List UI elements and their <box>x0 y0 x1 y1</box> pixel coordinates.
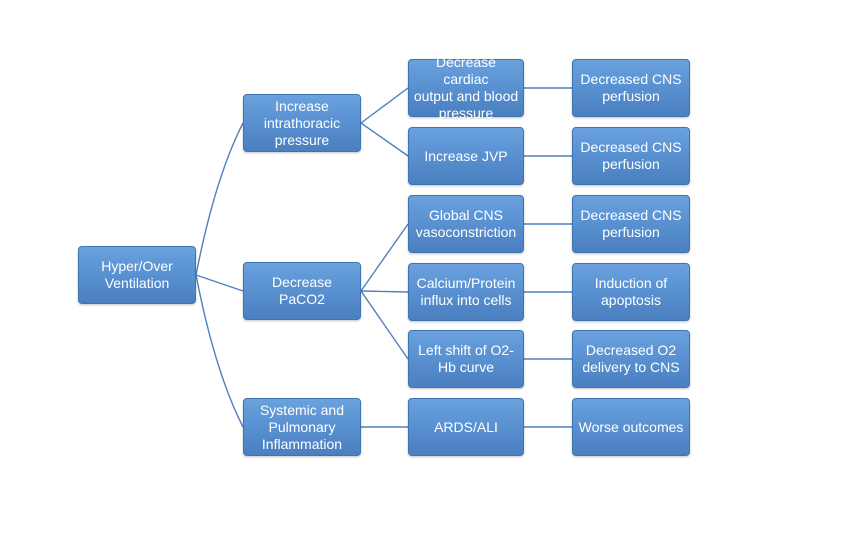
node-hyper-over-ventilation: Hyper/Over Ventilation <box>78 246 196 304</box>
node-label: Calcium/Protein influx into cells <box>416 275 516 308</box>
node-increase-jvp: Increase JVP <box>408 127 524 185</box>
connector-root-inflammation <box>195 274 244 428</box>
node-decreased-o2-delivery: Decreased O2 delivery to CNS <box>572 330 690 388</box>
node-label: Induction of apoptosis <box>594 275 668 308</box>
node-decrease-paco2: Decrease PaCO2 <box>243 262 361 320</box>
node-label: Decreased CNS perfusion <box>580 71 682 104</box>
node-label: Worse outcomes <box>578 418 684 435</box>
connector-intrathoracic-jvp <box>360 122 409 157</box>
connector-paco2-vasoconstriction <box>360 223 409 292</box>
node-label: Increase JVP <box>424 147 508 164</box>
connector-intrathoracic-cardiac <box>360 87 409 124</box>
node-label: Decrease cardiac output and blood pressu… <box>413 54 519 121</box>
node-ards-ali: ARDS/ALI <box>408 398 524 456</box>
node-decrease-cardiac-output: Decrease cardiac output and blood pressu… <box>408 54 524 121</box>
node-worse-outcomes: Worse outcomes <box>572 398 690 456</box>
connector-paco2-calcium <box>360 290 409 293</box>
node-induction-of-apoptosis: Induction of apoptosis <box>572 263 690 321</box>
node-label: Global CNS vasoconstriction <box>415 207 517 240</box>
node-left-shift-o2-hb: Left shift of O2- Hb curve <box>408 330 524 388</box>
node-label: Decreased O2 delivery to CNS <box>582 342 680 375</box>
node-global-cns-vasoconstriction: Global CNS vasoconstriction <box>408 195 524 253</box>
connector-paco2-leftshift <box>360 290 409 360</box>
connector-root-paco2 <box>195 274 244 292</box>
node-label: Hyper/Over Ventilation <box>101 258 173 291</box>
node-label: Decrease PaCO2 <box>272 274 332 307</box>
node-increase-intrathoracic-pressure: Increase intrathoracic pressure <box>243 94 361 152</box>
node-label: ARDS/ALI <box>434 418 498 435</box>
connector-root-intrathoracic <box>195 122 244 276</box>
node-label: Increase intrathoracic pressure <box>263 97 341 148</box>
node-decreased-cns-perfusion-3: Decreased CNS perfusion <box>572 195 690 253</box>
node-label: Decreased CNS perfusion <box>580 139 682 172</box>
node-decreased-cns-perfusion-2: Decreased CNS perfusion <box>572 127 690 185</box>
node-label: Systemic and Pulmonary Inflammation <box>259 401 345 452</box>
node-calcium-protein-influx: Calcium/Protein influx into cells <box>408 263 524 321</box>
node-systemic-pulmonary-inflammation: Systemic and Pulmonary Inflammation <box>243 398 361 456</box>
node-label: Decreased CNS perfusion <box>580 207 682 240</box>
node-label: Left shift of O2- Hb curve <box>418 342 514 375</box>
node-decreased-cns-perfusion-1: Decreased CNS perfusion <box>572 59 690 117</box>
